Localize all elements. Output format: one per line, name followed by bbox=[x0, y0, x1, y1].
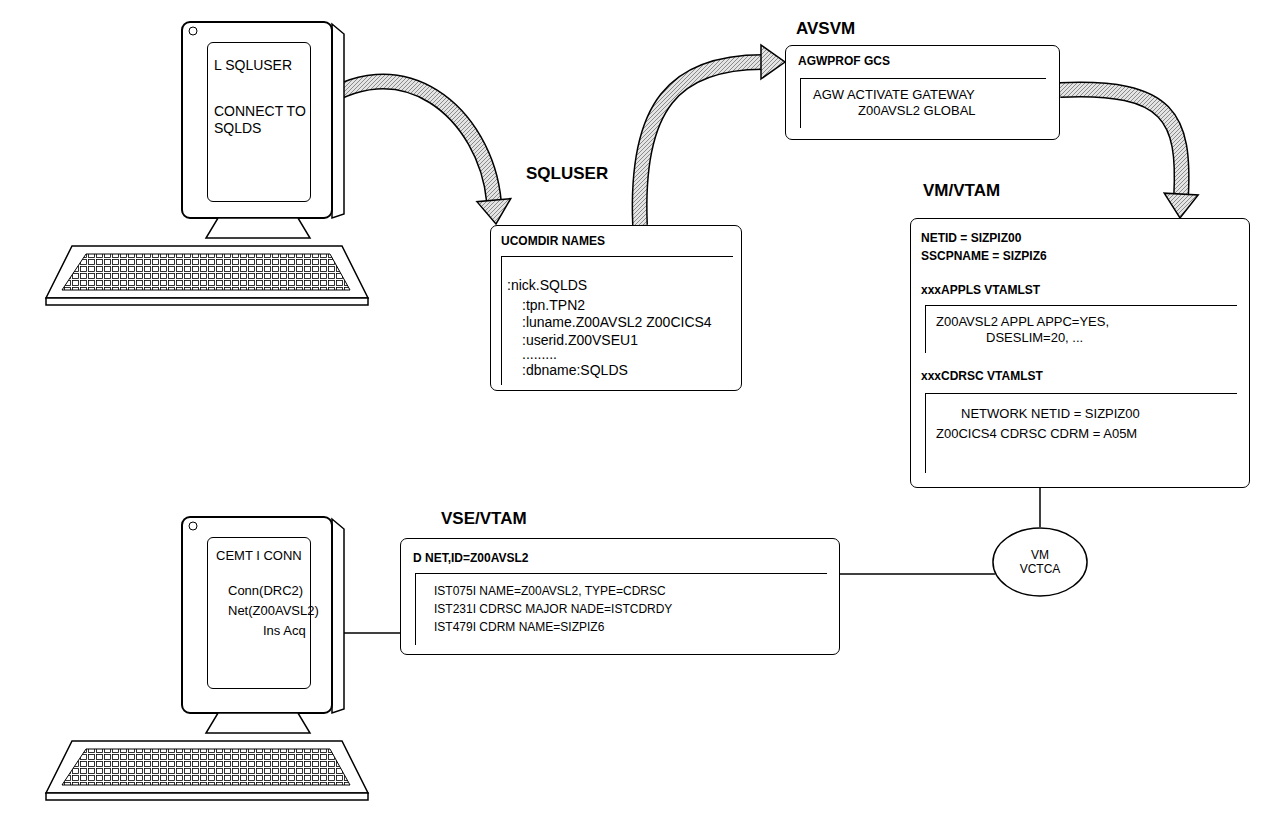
arrow-head bbox=[761, 45, 785, 79]
config-text: :nick.SQLDS bbox=[507, 277, 587, 294]
config-entries: IST075I NAME=Z00AVSL2, TYPE=CDRSC IST231I… bbox=[415, 573, 827, 645]
arrow-head bbox=[477, 199, 511, 224]
config-text: Z00AVSL2 APPL APPC=YES, DSESLIM=20, ... bbox=[936, 314, 1186, 345]
config-text: CONNECT TO SQLDS bbox=[214, 103, 310, 137]
arrow-head bbox=[1164, 193, 1198, 218]
computer-terminal bbox=[46, 517, 368, 800]
box-heading: VSE/VTAM bbox=[441, 509, 527, 529]
config-text: Conn(DRC2) bbox=[228, 583, 303, 599]
box-heading: SQLUSER bbox=[526, 164, 608, 184]
config-text: UCOMDIR NAMES bbox=[501, 234, 605, 248]
flow-arrow bbox=[640, 45, 785, 225]
config-text: xxxAPPLS VTAMLST bbox=[921, 283, 1040, 297]
config-entries: AGW ACTIVATE GATEWAY Z00AVSL2 GLOBAL bbox=[800, 78, 1046, 128]
flow-arrow-body bbox=[640, 62, 763, 225]
config-entries: NETWORK NETID = SIZPIZ00Z00CICS4 CDRSC C… bbox=[925, 393, 1237, 473]
config-text: ......... bbox=[522, 346, 557, 363]
config-box: VM/VTAMNETID = SIZPIZ00SSCPNAME = SIZPIZ… bbox=[910, 218, 1250, 488]
box-heading: VM/VTAM bbox=[923, 181, 1000, 201]
config-text: IST231I CDRSC MAJOR NADE=ISTCDRDY bbox=[434, 602, 672, 616]
config-text: NETWORK NETID = SIZPIZ00 bbox=[961, 406, 1140, 422]
config-box: AVSVMAGWPROF GCSAGW ACTIVATE GATEWAY Z00… bbox=[785, 45, 1060, 140]
config-text: IST075I NAME=Z00AVSL2, TYPE=CDRSC bbox=[434, 584, 666, 598]
flow-arrow-outline bbox=[1060, 90, 1182, 197]
config-text: xxxCDRSC VTAMLST bbox=[921, 369, 1043, 383]
config-box: SQLUSERUCOMDIR NAMES:nick.SQLDS:tpn.TPN2… bbox=[490, 225, 742, 391]
link-line bbox=[840, 573, 995, 575]
config-text: :dbname:SQLDS bbox=[522, 362, 628, 379]
box-heading: AVSVM bbox=[796, 19, 855, 39]
config-text: AGW ACTIVATE GATEWAY Z00AVSL2 GLOBAL bbox=[813, 87, 1038, 118]
terminal-screen: L SQLUSER CONNECT TO SQLDS bbox=[207, 42, 311, 202]
terminal-screen: CEMT I CONNConn(DRC2)Net(Z00AVSL2)Ins Ac… bbox=[207, 537, 311, 689]
config-text: Ins Acq bbox=[263, 623, 306, 639]
config-text: :tpn.TPN2 bbox=[522, 297, 585, 314]
link-line bbox=[1039, 488, 1041, 527]
config-entries: :nick.SQLDS :tpn.TPN2:luname.Z00AVSL2 Z00… bbox=[501, 256, 733, 385]
channel-ellipse: VM VCTCA bbox=[992, 527, 1088, 597]
flow-arrow-body bbox=[1060, 90, 1182, 197]
config-text: L SQLUSER bbox=[214, 57, 292, 74]
config-text: Net(Z00AVSL2) bbox=[228, 603, 319, 619]
config-text: NETID = SIZPIZ00 bbox=[921, 231, 1021, 245]
config-text: Z00CICS4 CDRSC CDRM = A05M bbox=[936, 426, 1137, 442]
config-text: AGWPROF GCS bbox=[798, 54, 890, 68]
config-text: SSCPNAME = SIZPIZ6 bbox=[921, 249, 1047, 263]
link-line bbox=[1040, 488, 1041, 527]
config-text: IST479I CDRM NAME=SIZPIZ6 bbox=[434, 620, 604, 634]
config-text: :luname.Z00AVSL2 Z00CICS4 bbox=[522, 314, 712, 331]
config-entries: Z00AVSL2 APPL APPC=YES, DSESLIM=20, ... bbox=[925, 305, 1237, 353]
channel-label: VM VCTCA bbox=[1014, 548, 1066, 577]
computer-terminal bbox=[46, 22, 368, 305]
link-line bbox=[840, 574, 995, 575]
flow-arrow-outline bbox=[640, 62, 763, 225]
config-text: CEMT I CONN bbox=[216, 548, 302, 564]
flow-arrow bbox=[1060, 90, 1198, 218]
config-box: VSE/VTAMD NET,ID=Z00AVSL2IST075I NAME=Z0… bbox=[400, 538, 840, 655]
config-text: D NET,ID=Z00AVSL2 bbox=[413, 551, 528, 565]
